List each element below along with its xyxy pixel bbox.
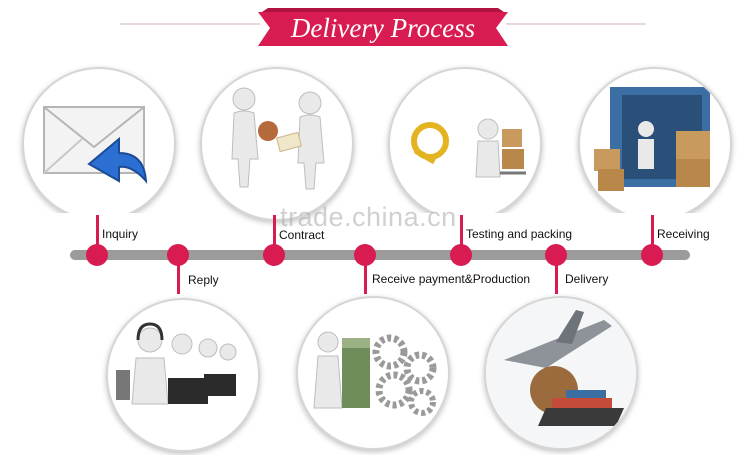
money-gears-icon xyxy=(298,298,448,448)
plane-ship-globe-icon xyxy=(486,298,636,448)
contract-image xyxy=(200,67,354,221)
container-boxes-icon xyxy=(580,69,730,219)
dot-receiving xyxy=(641,244,663,266)
reply-image xyxy=(106,298,260,452)
call-center-icon xyxy=(108,300,258,450)
label-testing: Testing and packing xyxy=(466,227,572,241)
label-inquiry: Inquiry xyxy=(102,227,138,241)
inquiry-image xyxy=(22,67,176,221)
testing-image xyxy=(388,67,542,221)
envelope-icon xyxy=(24,69,174,219)
label-reply: Reply xyxy=(188,273,219,287)
label-receive: Receive payment&Production xyxy=(372,272,530,286)
dot-reply xyxy=(167,244,189,266)
label-contract: Contract xyxy=(279,228,324,242)
banner-line-right xyxy=(506,23,646,25)
dot-contract xyxy=(263,244,285,266)
dot-receive xyxy=(354,244,376,266)
dot-delivery xyxy=(545,244,567,266)
handshake-figures-icon xyxy=(202,69,352,219)
dot-testing xyxy=(450,244,472,266)
inspection-figures-icon xyxy=(390,69,540,219)
banner-line-left xyxy=(120,23,260,25)
production-image xyxy=(296,296,450,450)
label-delivery: Delivery xyxy=(565,272,608,286)
timeline-bar xyxy=(70,250,690,260)
label-receiving: Receiving xyxy=(657,227,710,241)
receiving-image xyxy=(578,67,732,221)
delivery-image xyxy=(484,296,638,450)
banner-title: Delivery Process xyxy=(258,10,508,46)
dot-inquiry xyxy=(86,244,108,266)
